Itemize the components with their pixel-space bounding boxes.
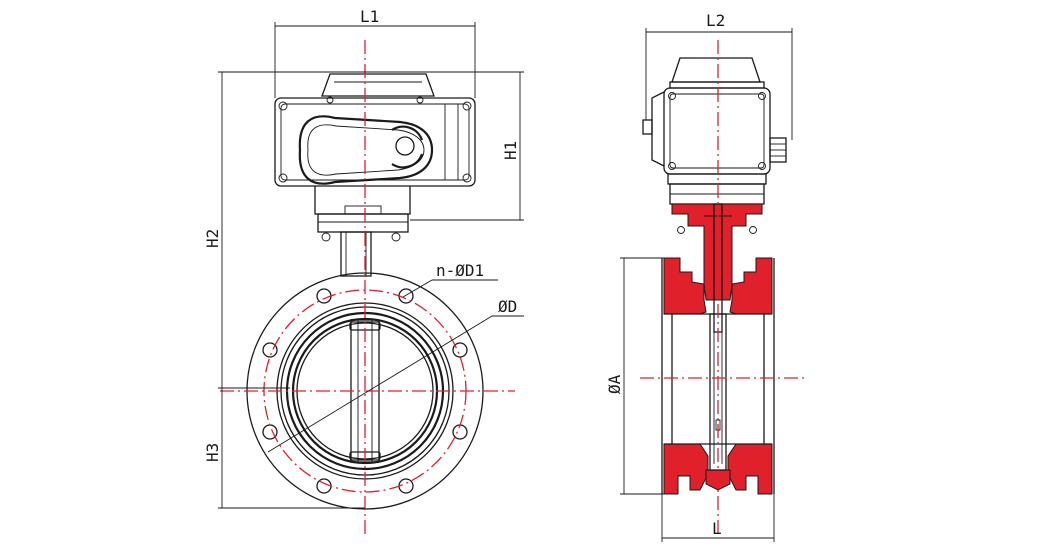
- front-actuator: [274, 73, 476, 277]
- side-dimensions: L2 ØA L: [605, 11, 793, 542]
- label-h2: H2: [203, 229, 222, 248]
- front-dimensions: L1 H1 H2 H3 n-ØD1 ØD: [203, 7, 524, 509]
- front-valve-body: [220, 40, 515, 535]
- label-l1: L1: [360, 7, 379, 26]
- label-a: ØA: [605, 374, 624, 394]
- label-h3: H3: [203, 443, 222, 462]
- side-actuator: [642, 57, 787, 205]
- label-n-d1: n-ØD1: [436, 261, 484, 280]
- label-d: ØD: [498, 297, 517, 316]
- front-view: L1 H1 H2 H3 n-ØD1 ØD: [203, 7, 524, 535]
- label-l2: L2: [706, 11, 725, 30]
- label-l: L: [712, 519, 722, 538]
- side-valve-body: [640, 40, 808, 535]
- label-h1: H1: [501, 141, 520, 160]
- side-view: L2 ØA L: [605, 11, 808, 542]
